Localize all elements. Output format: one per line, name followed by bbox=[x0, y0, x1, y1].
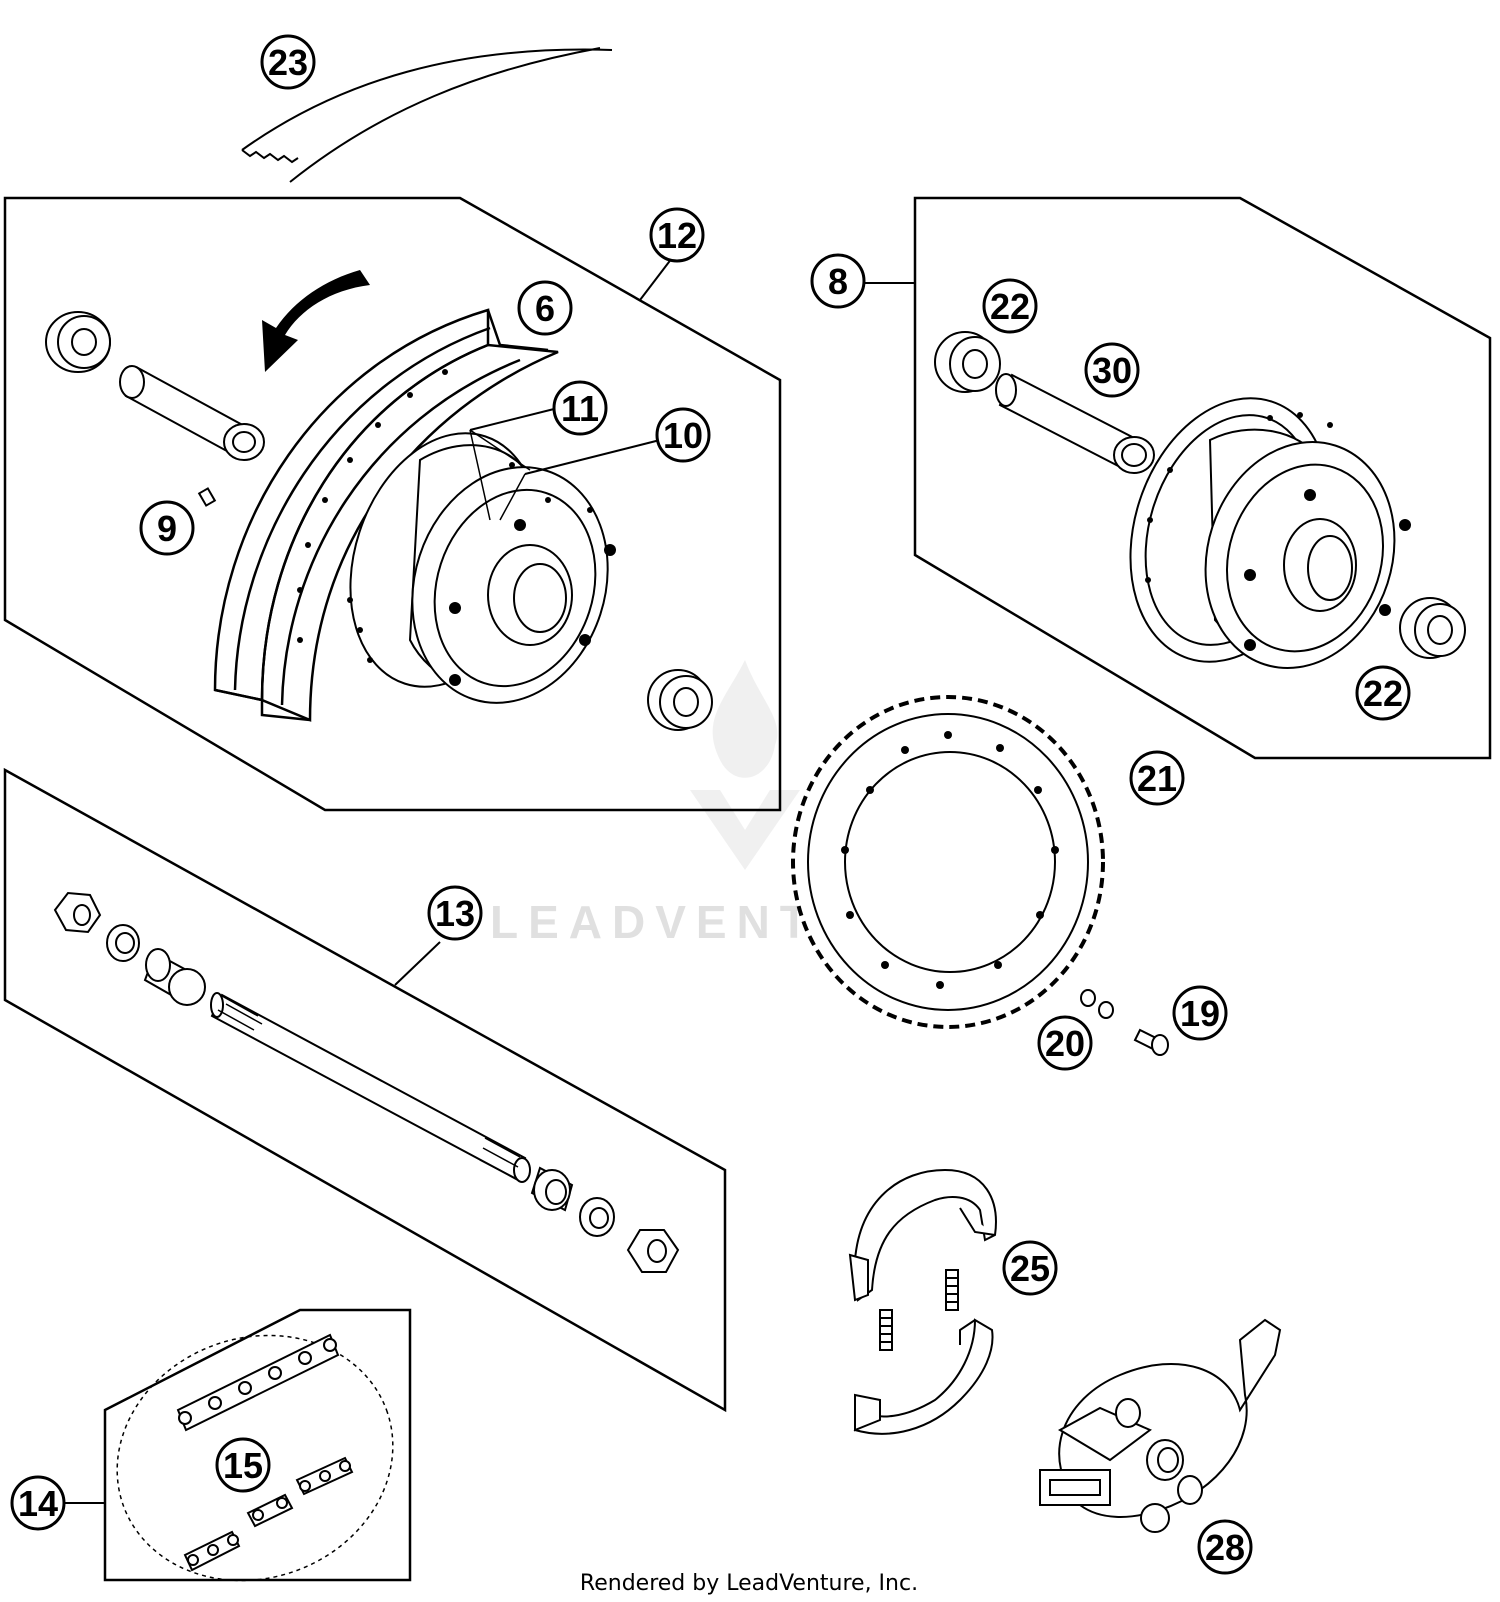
svg-text:28: 28 bbox=[1205, 1527, 1245, 1568]
axle-washer-right bbox=[579, 1197, 615, 1237]
svg-text:13: 13 bbox=[435, 893, 475, 934]
callout-23[interactable]: 23 bbox=[260, 34, 316, 90]
callout-9[interactable]: 9 bbox=[139, 500, 195, 556]
callout-8[interactable]: 8 bbox=[810, 253, 866, 309]
sprocket-nuts-part bbox=[1080, 989, 1114, 1019]
brake-plate-part bbox=[1039, 1318, 1282, 1533]
callout-20[interactable]: 20 bbox=[1037, 1015, 1093, 1071]
brake-shoes-part bbox=[848, 1168, 997, 1435]
spacer-sleeve bbox=[119, 365, 265, 461]
callout-25[interactable]: 25 bbox=[1002, 1240, 1058, 1296]
spoke-lines bbox=[469, 429, 531, 521]
chain-group-frame bbox=[103, 1308, 412, 1582]
leader-13 bbox=[394, 941, 441, 986]
sprocket-bolt-part bbox=[1133, 1028, 1169, 1056]
drive-chain-part bbox=[176, 1333, 354, 1572]
svg-text:10: 10 bbox=[663, 415, 703, 456]
footer-credit: Rendered by LeadVenture, Inc. bbox=[580, 1571, 918, 1596]
leader-11 bbox=[469, 407, 559, 431]
callout-6[interactable]: 6 bbox=[517, 280, 573, 336]
wheel-hub-part bbox=[349, 432, 609, 704]
callout-30[interactable]: 30 bbox=[1084, 342, 1140, 398]
svg-text:23: 23 bbox=[268, 42, 308, 83]
wheel-bearing-left bbox=[45, 311, 111, 373]
chain-master-link-part bbox=[246, 1493, 294, 1528]
axle-spacer-right bbox=[530, 1166, 574, 1212]
hub-assembly-group-frame bbox=[913, 196, 1492, 760]
callout-22-bottom[interactable]: 22 bbox=[1355, 665, 1411, 721]
svg-text:14: 14 bbox=[18, 1483, 58, 1524]
callout-19[interactable]: 19 bbox=[1172, 985, 1228, 1041]
hub-bearing-left bbox=[934, 331, 1001, 393]
axle-nut-left bbox=[53, 891, 102, 934]
axle-spacer-left bbox=[143, 948, 206, 1006]
hub-bearing-right bbox=[1399, 597, 1466, 659]
callout-13[interactable]: 13 bbox=[427, 885, 483, 941]
svg-text:30: 30 bbox=[1092, 350, 1132, 391]
sprocket-bolt-holes bbox=[841, 731, 1059, 989]
svg-text:8: 8 bbox=[828, 261, 848, 302]
rear-hub-bolts bbox=[1145, 412, 1411, 651]
wheel-assembly-group-frame bbox=[3, 196, 782, 812]
axle-washer-left bbox=[106, 924, 140, 962]
svg-text:12: 12 bbox=[657, 215, 697, 256]
rim-tape-part bbox=[241, 47, 613, 183]
svg-text:25: 25 bbox=[1010, 1248, 1050, 1289]
svg-text:20: 20 bbox=[1045, 1023, 1085, 1064]
svg-text:9: 9 bbox=[157, 508, 177, 549]
axle-group-frame bbox=[3, 767, 727, 1413]
rear-hub-part bbox=[1129, 397, 1396, 670]
rim-spoke-holes bbox=[297, 369, 448, 643]
hub-spacer-sleeve bbox=[995, 373, 1155, 474]
leader-10 bbox=[524, 439, 661, 475]
callout-11[interactable]: 11 bbox=[552, 380, 608, 436]
callout-14[interactable]: 14 bbox=[10, 1475, 66, 1531]
callout-28[interactable]: 28 bbox=[1197, 1519, 1253, 1575]
callout-21[interactable]: 21 bbox=[1129, 750, 1185, 806]
svg-text:11: 11 bbox=[561, 388, 599, 429]
hub-bolts bbox=[347, 462, 616, 686]
svg-text:21: 21 bbox=[1137, 758, 1177, 799]
svg-text:22: 22 bbox=[1363, 673, 1403, 714]
svg-text:19: 19 bbox=[1180, 993, 1220, 1034]
direction-arrow bbox=[262, 270, 370, 372]
leader-12 bbox=[639, 257, 673, 301]
axle-shaft bbox=[210, 992, 531, 1183]
svg-text:22: 22 bbox=[990, 286, 1030, 327]
callout-15[interactable]: 15 bbox=[215, 1437, 271, 1493]
rear-sprocket-part bbox=[791, 695, 1105, 1029]
axle-nut-right bbox=[626, 1229, 680, 1273]
svg-text:15: 15 bbox=[223, 1445, 263, 1486]
spoke-nipple-part bbox=[197, 487, 217, 507]
brake-springs bbox=[879, 1269, 959, 1351]
callout-22-top[interactable]: 22 bbox=[982, 278, 1038, 334]
wheel-rim-part bbox=[213, 308, 559, 722]
svg-text:6: 6 bbox=[535, 288, 555, 329]
wheel-bearing-right bbox=[647, 669, 713, 731]
callout-12[interactable]: 12 bbox=[649, 207, 705, 263]
callout-10[interactable]: 10 bbox=[655, 407, 711, 463]
chain-loop-outline bbox=[116, 1334, 394, 1582]
